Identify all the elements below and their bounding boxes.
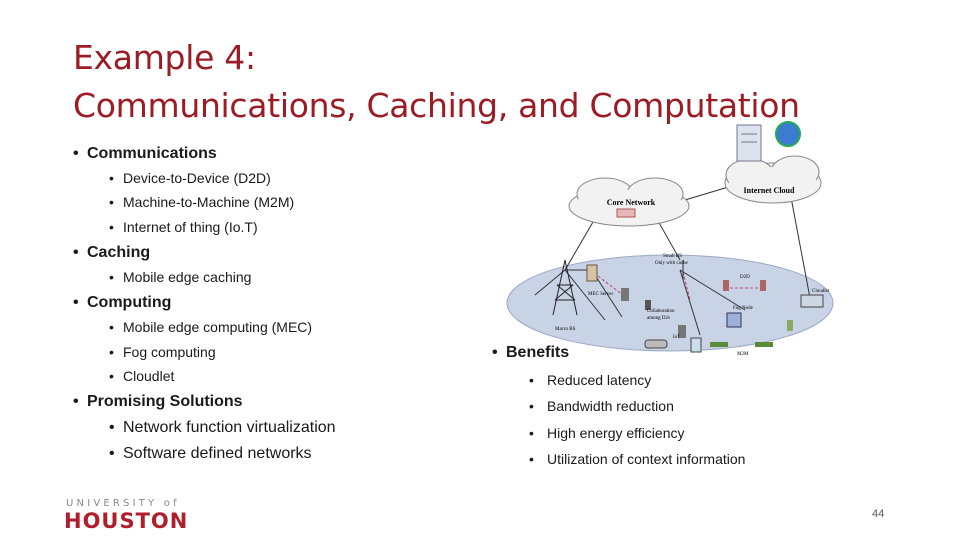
university-logo-top: UNIVERSITY of bbox=[66, 498, 180, 509]
car-icon bbox=[644, 339, 668, 349]
bullet-icon: • bbox=[109, 269, 114, 285]
cloudlet-label: Cloudlet bbox=[812, 289, 830, 294]
fog-node-label: Fog Node bbox=[733, 306, 754, 311]
server-icon bbox=[736, 124, 762, 162]
tablet-icon bbox=[690, 337, 702, 353]
bullet-icon: • bbox=[109, 170, 114, 186]
iot-device-icon bbox=[678, 325, 686, 338]
bullet-icon: • bbox=[109, 419, 115, 436]
list-item: •Network function virtualization bbox=[109, 419, 336, 436]
bullet-icon: • bbox=[73, 294, 79, 311]
list-item: •Internet of thing (Io.T) bbox=[109, 219, 258, 235]
m2m-device-icon bbox=[755, 342, 773, 347]
core-network-label: Core Network bbox=[607, 198, 656, 207]
promising-solutions-heading: •Promising Solutions bbox=[73, 393, 243, 410]
benefit-item: •Bandwidth reduction bbox=[529, 398, 674, 414]
list-item: •Mobile edge computing (MEC) bbox=[109, 319, 313, 335]
bullet-icon: • bbox=[492, 344, 498, 361]
bullet-icon: • bbox=[109, 344, 114, 360]
fog-node-icon bbox=[726, 312, 742, 328]
bullet-icon: • bbox=[109, 445, 115, 462]
list-item: •Device-to-Device (D2D) bbox=[109, 170, 271, 186]
communications-heading: •Communications bbox=[73, 145, 217, 162]
mec-server-label: MEC Server bbox=[588, 292, 613, 297]
slide-title: Example 4: Communications, Caching, and … bbox=[73, 34, 913, 130]
list-item: •Software defined networks bbox=[109, 445, 312, 462]
small-bs-label: Small BS bbox=[663, 254, 682, 259]
network-links bbox=[534, 184, 811, 336]
internet-cloud: Internet Cloud bbox=[724, 121, 822, 204]
bullet-icon: • bbox=[529, 451, 534, 467]
benefit-item: •Reduced latency bbox=[529, 372, 652, 388]
d2d-label: D2D bbox=[740, 275, 750, 280]
list-item: •Machine-to-Machine (M2M) bbox=[109, 194, 295, 210]
list-item: •Cloudlet bbox=[109, 368, 175, 384]
collaboration-label: Collaboration bbox=[647, 309, 675, 314]
iot-device-icon bbox=[621, 288, 629, 301]
macro-bs-label: Macro BS bbox=[555, 327, 576, 332]
caching-heading: •Caching bbox=[73, 244, 151, 261]
router-icon bbox=[616, 208, 636, 218]
title-line-1: Example 4: bbox=[73, 38, 256, 77]
benefit-item: •High energy efficiency bbox=[529, 425, 685, 441]
title-line-2: Communications, Caching, and Computation bbox=[73, 86, 800, 125]
core-network-cloud: Core Network bbox=[568, 177, 690, 227]
iot-label: IoT bbox=[673, 335, 680, 340]
internet-cloud-label: Internet Cloud bbox=[744, 186, 795, 195]
bullet-icon: • bbox=[73, 145, 79, 162]
small-bs-sub-label: Only with cache bbox=[655, 261, 689, 266]
laptop-icon bbox=[800, 294, 824, 308]
page-number: 44 bbox=[872, 508, 885, 520]
bullet-icon: • bbox=[109, 219, 114, 235]
bullet-icon: • bbox=[529, 425, 534, 441]
benefit-item: •Utilization of context information bbox=[529, 451, 746, 467]
list-item: •Fog computing bbox=[109, 344, 216, 360]
bullet-icon: • bbox=[73, 393, 79, 410]
list-item: •Mobile edge caching bbox=[109, 269, 252, 285]
computing-heading: •Computing bbox=[73, 294, 172, 311]
benefits-heading: •Benefits bbox=[492, 344, 570, 361]
bullet-icon: • bbox=[529, 372, 534, 388]
mec-server-icon bbox=[586, 264, 598, 282]
network-diagram: Internet Cloud Core Network Macro BS MEC… bbox=[506, 121, 834, 357]
university-logo-main: HOUSTON bbox=[64, 509, 189, 533]
bullet-icon: • bbox=[529, 398, 534, 414]
macro-bs-tower-icon bbox=[552, 259, 578, 316]
collaboration-sub-label: among D2s bbox=[647, 316, 670, 321]
bullet-icon: • bbox=[109, 319, 114, 335]
bullet-icon: • bbox=[73, 244, 79, 261]
bullet-icon: • bbox=[109, 194, 114, 210]
phone-icon bbox=[723, 280, 729, 291]
device-icon bbox=[645, 300, 651, 310]
m2m-label: M2M bbox=[737, 352, 749, 357]
phone-icon bbox=[787, 320, 793, 331]
phone-icon bbox=[760, 280, 766, 291]
m2m-device-icon bbox=[710, 342, 728, 347]
globe-icon bbox=[775, 121, 801, 147]
bullet-icon: • bbox=[109, 368, 114, 384]
